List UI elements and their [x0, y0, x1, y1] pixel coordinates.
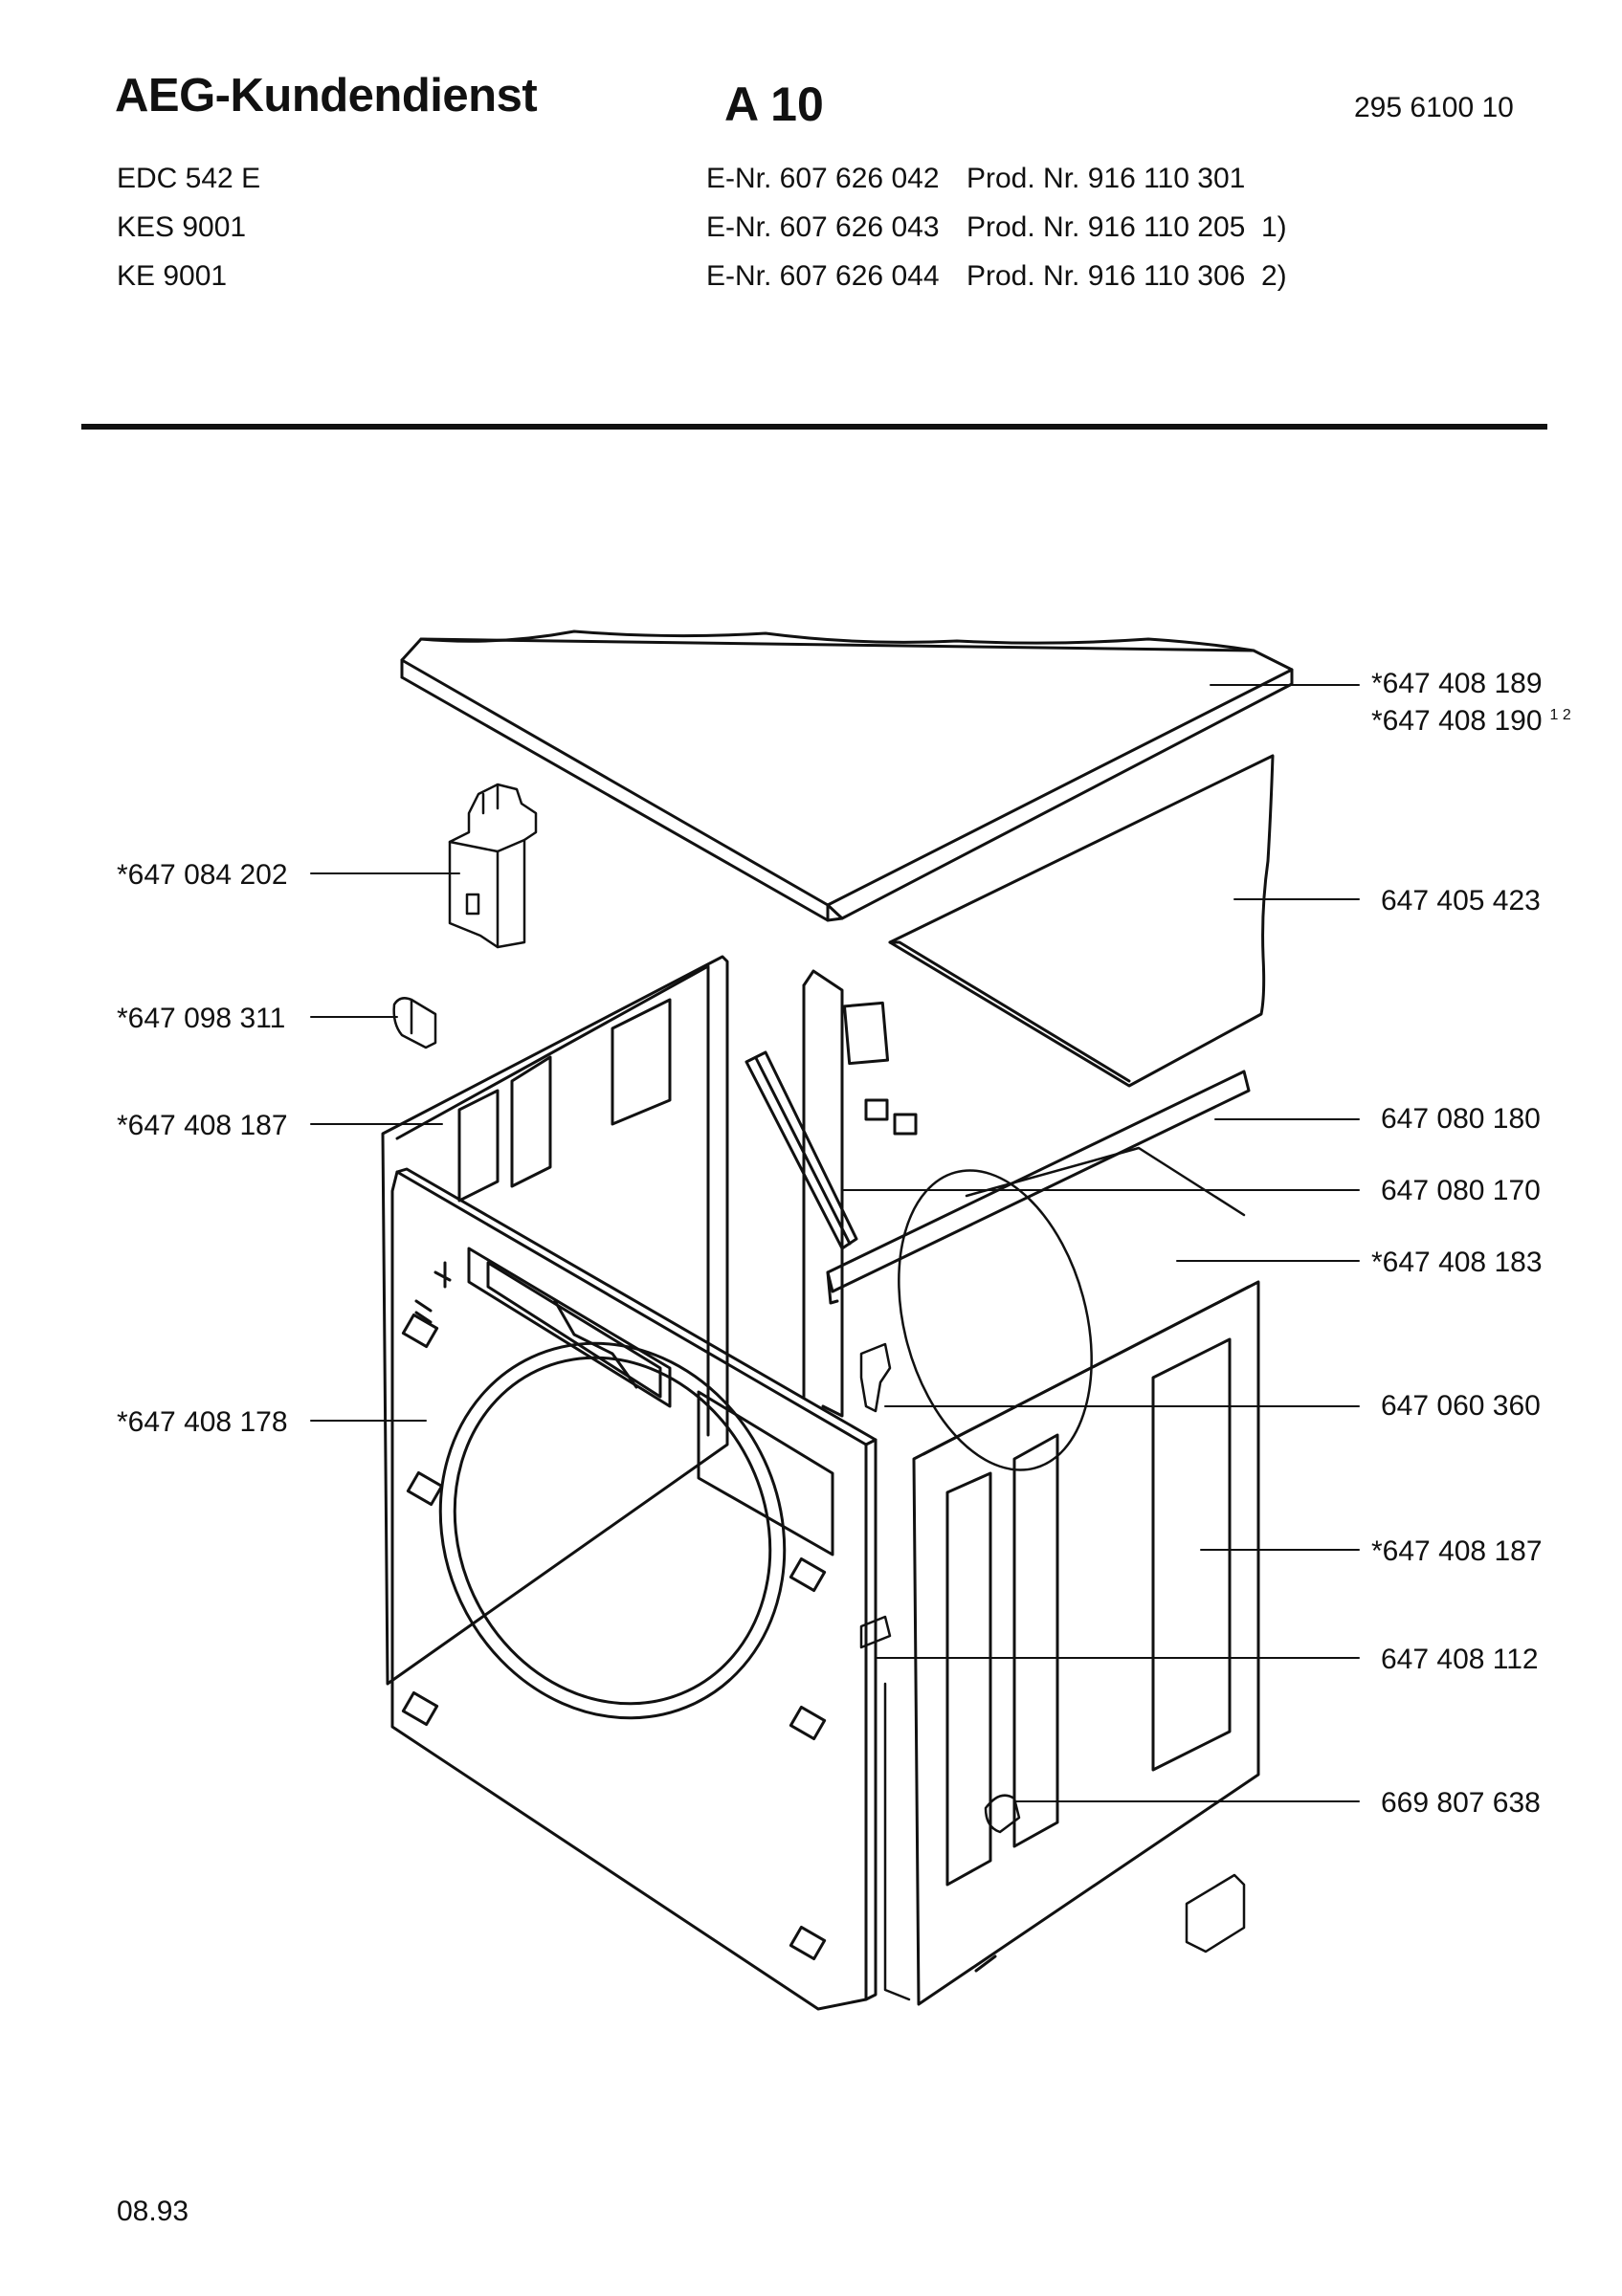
top-lid [400, 629, 1294, 922]
prod-number: Prod. Nr. 916 110 205 [967, 211, 1246, 243]
leader-lines [310, 684, 1360, 1802]
part-number-label: *647 408 187 [117, 1110, 288, 1141]
rear-panel [888, 754, 1275, 1088]
part-number-label: 647 408 112 [1381, 1644, 1539, 1675]
model-numbers-row: E-Nr. 607 626 043 Prod. Nr. 916 110 205 1… [706, 211, 1287, 244]
e-number: E-Nr. 607 626 042 [706, 163, 940, 194]
part-number-label: 647 405 423 [1381, 885, 1541, 916]
revision-date: 08.93 [117, 2196, 189, 2227]
header-divider [81, 424, 1547, 430]
part-number-label: *647 408 183 [1371, 1247, 1543, 1278]
support-strut [744, 1050, 858, 1250]
e-number: E-Nr. 607 626 043 [706, 211, 940, 243]
control-module [448, 783, 538, 949]
part-number-label: 647 080 180 [1381, 1103, 1541, 1135]
part-number-label: *647 098 311 [117, 1003, 286, 1034]
model-name: KE 9001 [117, 260, 228, 292]
footnote-ref: 1 2 [1549, 707, 1571, 723]
cross-member [826, 1070, 1251, 1305]
footnote-marker: 2) [1261, 260, 1287, 292]
prod-number: Prod. Nr. 916 110 306 [967, 260, 1246, 292]
part-number-label-with-note: *647 408 190 1 2 [1371, 705, 1571, 738]
left-side-panel [381, 955, 729, 1686]
drum [898, 1146, 1246, 1471]
sheet-number: A 10 [724, 77, 824, 131]
right-side-panel [912, 1280, 1260, 2006]
model-numbers-row: E-Nr. 607 626 044 Prod. Nr. 916 110 306 2… [706, 260, 1287, 293]
prod-number: Prod. Nr. 916 110 301 [967, 163, 1246, 194]
part-number-label: 669 807 638 [1381, 1787, 1541, 1819]
base-bracket [883, 1682, 1246, 2001]
part-number-label: 647 060 360 [1381, 1390, 1541, 1422]
switch-part [392, 997, 437, 1049]
front-panel [390, 1167, 878, 2011]
part-number-label: *647 408 189 [1371, 668, 1543, 699]
bracket [859, 1342, 892, 1413]
part-number: *647 408 190 [1371, 705, 1543, 737]
document-number: 295 6100 10 [1354, 92, 1514, 123]
model-numbers-row: E-Nr. 607 626 042 Prod. Nr. 916 110 301 [706, 163, 1245, 195]
door-lock [859, 1615, 1021, 1834]
e-number: E-Nr. 607 626 044 [706, 260, 940, 292]
part-number-label: *647 408 178 [117, 1406, 288, 1438]
model-name: KES 9001 [117, 211, 247, 243]
footnote-marker: 1) [1261, 211, 1287, 243]
brand-title: AEG-Kundendienst [115, 70, 538, 121]
rear-frame [802, 969, 918, 1418]
part-number-label: *647 408 187 [1371, 1535, 1543, 1567]
part-number-label: 647 080 170 [1381, 1175, 1541, 1206]
part-number-label: *647 084 202 [117, 859, 288, 891]
model-name: EDC 542 E [117, 163, 261, 194]
